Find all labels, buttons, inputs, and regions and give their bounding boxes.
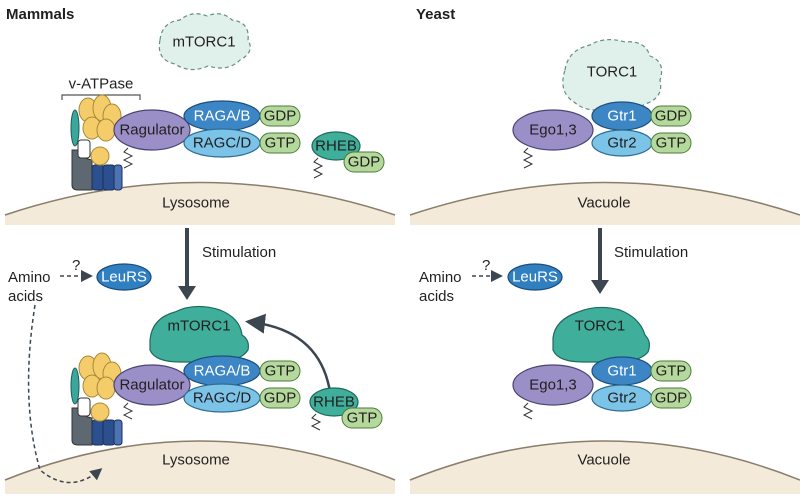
amino-to-atpase-arrow — [27, 304, 103, 484]
rheb-nucleotide-bottom — [341, 407, 383, 429]
rheb-top-label: RHEB — [315, 137, 357, 155]
gtr1-nucleotide-top — [650, 105, 692, 127]
vacuole-membrane-top — [410, 182, 800, 225]
ragulator-top-label: Ragulator — [119, 121, 185, 139]
v-atpase-complex-top — [70, 94, 123, 191]
rheb-nucleotide-top — [343, 151, 385, 173]
question-right: ? — [482, 257, 491, 274]
mammals-header: Mammals — [6, 6, 75, 23]
gtr1-top-label: Gtr1 — [607, 107, 637, 125]
ragulator-bottom — [113, 364, 191, 406]
amino-acids-left-label: Amino acids — [8, 269, 51, 305]
v-atpase-complex-bottom — [70, 352, 123, 446]
torc1-active — [552, 306, 651, 363]
ego-bottom — [512, 364, 594, 406]
gtr2-top-label: Gtr2 — [607, 134, 637, 152]
stimulation-left-label: Stimulation — [202, 244, 277, 261]
rheb-nucleotide-bottom-label: GTP — [346, 409, 378, 427]
gtr1-nucleotide-bottom-label: GTP — [655, 362, 687, 380]
rheb-bottom — [309, 387, 359, 417]
mtorc1-active — [149, 305, 249, 363]
gtr1-nucleotide-bottom — [650, 360, 692, 382]
ragc-d-nucleotide-bottom-label: GDP — [263, 389, 297, 407]
gtr2-nucleotide-top-label: GTP — [655, 134, 687, 152]
ragulator-bottom-label: Ragulator — [119, 376, 185, 394]
yeast-header: Yeast — [416, 6, 456, 23]
raga-b-nucleotide-bottom-label: GTP — [264, 362, 296, 380]
gtr2-nucleotide-bottom-label: GDP — [654, 389, 688, 407]
amino-acids-right-label: Amino acids — [419, 269, 462, 305]
gtr2-bottom-label: Gtr2 — [607, 389, 637, 407]
raga-b-bottom-label: RAGA/B — [193, 362, 251, 380]
ragc-d-bottom-label: RAGC/D — [192, 389, 252, 407]
ragc-d-nucleotide-bottom — [259, 387, 301, 409]
leurs-right-label: LeuRS — [512, 268, 558, 286]
v-atpase-label: v-ATPase — [68, 75, 134, 93]
lysosome-bottom-label: Lysosome — [162, 451, 230, 469]
raga-b-nucleotide-bottom — [259, 360, 301, 382]
leurs-right — [507, 263, 563, 291]
ego-top-label: Ego1,3 — [529, 121, 577, 139]
gtr2-nucleotide-bottom — [650, 387, 692, 409]
mtorc1-active-label: mTORC1 — [167, 317, 231, 335]
vacuole-bottom-label: Vacuole — [577, 451, 631, 469]
raga-b-nucleotide-top-label: GDP — [263, 107, 297, 125]
ragc-d-nucleotide-top-label: GTP — [264, 134, 296, 152]
rheb-top — [311, 131, 361, 161]
ragc-d-top-label: RAGC/D — [192, 134, 252, 152]
rheb-to-mtorc1-arrow — [245, 313, 332, 393]
torc1-inactive-label: TORC1 — [586, 63, 638, 81]
lysosome-top-label: Lysosome — [162, 194, 230, 212]
rheb-nucleotide-top-label: GDP — [347, 153, 381, 171]
ragulator-top — [113, 109, 191, 151]
vacuole-top-label: Vacuole — [577, 194, 631, 212]
mtorc1-inactive-label: mTORC1 — [172, 33, 236, 51]
torc1-inactive-cloud — [562, 39, 663, 111]
lysosome-membrane-bottom — [5, 441, 395, 494]
gtr2-nucleotide-top — [650, 132, 692, 154]
leurs-left — [96, 263, 152, 291]
raga-b-nucleotide-top — [259, 105, 301, 127]
mtorc1-inactive-cloud — [158, 13, 251, 71]
ego-bottom-label: Ego1,3 — [529, 376, 577, 394]
rheb-bottom-label: RHEB — [313, 393, 355, 411]
stimulation-right-label: Stimulation — [614, 244, 689, 261]
leurs-left-label: LeuRS — [101, 268, 147, 286]
lysosome-membrane-top — [5, 182, 395, 225]
torc1-active-label: TORC1 — [574, 317, 626, 335]
ragc-d-nucleotide-top — [259, 132, 301, 154]
ego-top — [512, 109, 594, 151]
vacuole-membrane-bottom — [410, 441, 800, 494]
raga-b-top-label: RAGA/B — [193, 107, 251, 125]
question-left: ? — [72, 257, 81, 274]
gtr1-nucleotide-top-label: GDP — [654, 107, 688, 125]
gtr1-bottom-label: Gtr1 — [607, 362, 637, 380]
